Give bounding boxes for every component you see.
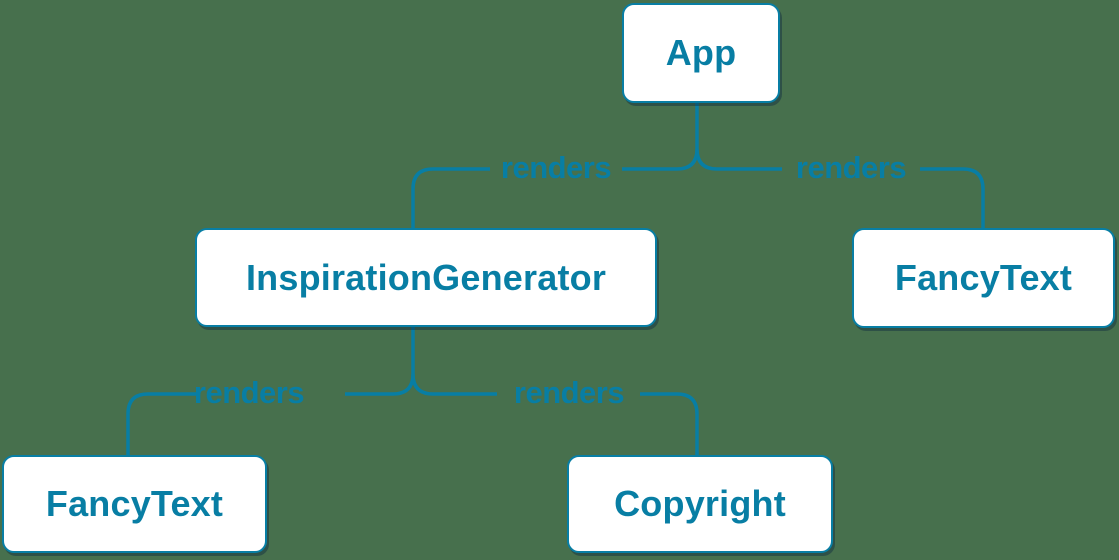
node-copyright-label: Copyright — [614, 483, 786, 524]
edge-label-inspirationgenerator-fancytext: renders — [193, 375, 305, 410]
node-fancy-text-left: FancyText — [2, 455, 267, 553]
edge-app-to-fancytext-b — [920, 167, 985, 228]
edge-app-to-fancytext-a — [695, 148, 782, 171]
edge-label-app-inspirationgenerator: renders — [500, 150, 612, 185]
edge-inspirationgenerator-to-copyright-b — [640, 392, 699, 455]
edge-app-to-inspirationgenerator-a — [622, 103, 699, 171]
edge-inspirationgenerator-to-copyright-a — [411, 373, 497, 396]
node-inspiration-generator: InspirationGenerator — [195, 228, 657, 327]
node-inspiration-generator-label: InspirationGenerator — [245, 256, 607, 298]
node-fancy-text-right: FancyText — [852, 228, 1115, 328]
node-app-label: App — [665, 32, 737, 73]
node-app: App — [622, 3, 780, 103]
edge-inspirationgenerator-to-fancytext-b — [126, 392, 198, 455]
edge-inspirationgenerator-to-fancytext-a — [345, 327, 415, 396]
node-fancy-text-left-label: FancyText — [45, 483, 224, 524]
node-fancy-text-right-label: FancyText — [894, 257, 1073, 298]
edge-label-inspirationgenerator-copyright: renders — [513, 375, 625, 410]
edge-app-to-inspirationgenerator-b — [411, 167, 490, 228]
edge-label-app-fancytext: renders — [795, 150, 907, 185]
node-copyright: Copyright — [567, 455, 833, 553]
